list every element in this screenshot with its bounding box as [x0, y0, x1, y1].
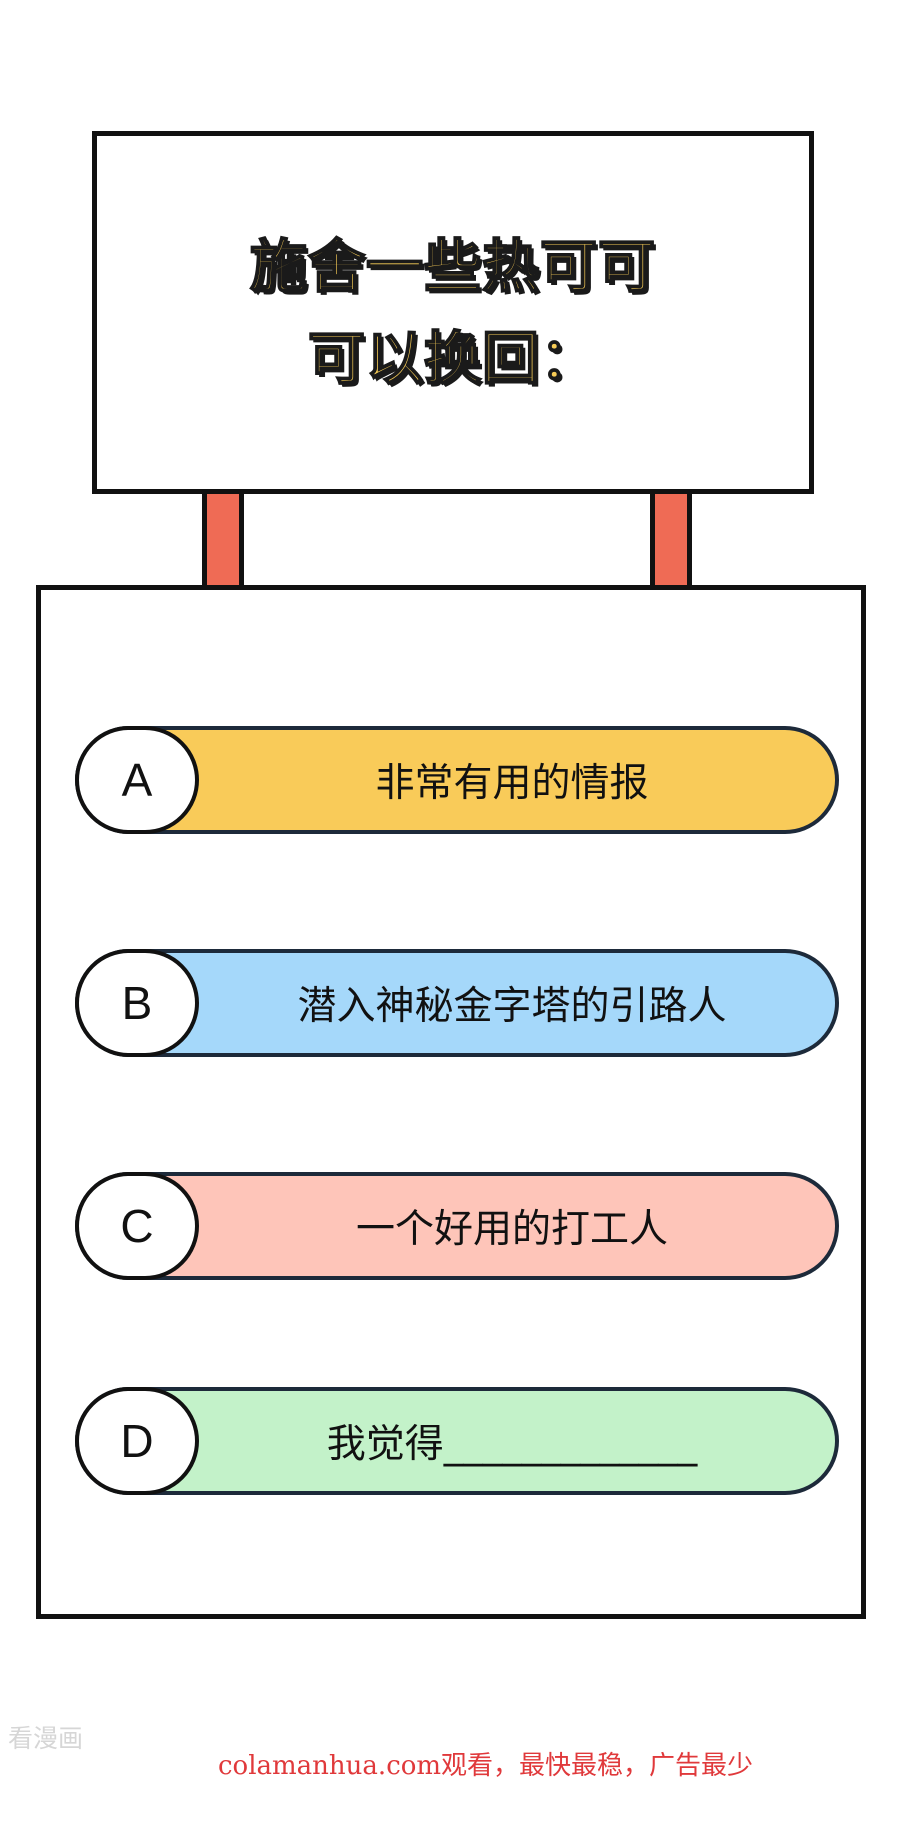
option-b-badge: B: [75, 949, 199, 1057]
option-a-label: 非常有用的情报: [375, 761, 649, 806]
sign-post-right: [650, 494, 692, 586]
watermark-link[interactable]: colamanhua.com观看，最快最稳，广告最少: [218, 1751, 754, 1781]
option-d-badge: D: [75, 1387, 199, 1495]
question-line-2: 可以换回：: [307, 325, 598, 393]
sign-post-left: [202, 494, 244, 586]
option-b[interactable]: B 潜入神秘金字塔的引路人: [75, 949, 839, 1057]
option-b-label: 潜入神秘金字塔的引路人: [297, 984, 727, 1029]
option-a[interactable]: A 非常有用的情报: [75, 726, 839, 834]
watermark-left: 看漫画: [8, 1724, 84, 1753]
question-sign: 施舍一些热可可 可以换回：: [92, 131, 814, 494]
option-c[interactable]: C 一个好用的打工人: [75, 1172, 839, 1280]
option-a-badge: A: [75, 726, 199, 834]
option-c-badge: C: [75, 1172, 199, 1280]
option-d[interactable]: D 我觉得_____________: [75, 1387, 839, 1495]
option-d-label: 我觉得_____________: [326, 1422, 698, 1467]
answer-board: A 非常有用的情报 B 潜入神秘金字塔的引路人 C 一个好用的打工人 D 我觉得…: [36, 585, 866, 1619]
option-c-label: 一个好用的打工人: [355, 1207, 668, 1252]
question-line-1: 施舍一些热可可: [249, 233, 656, 301]
